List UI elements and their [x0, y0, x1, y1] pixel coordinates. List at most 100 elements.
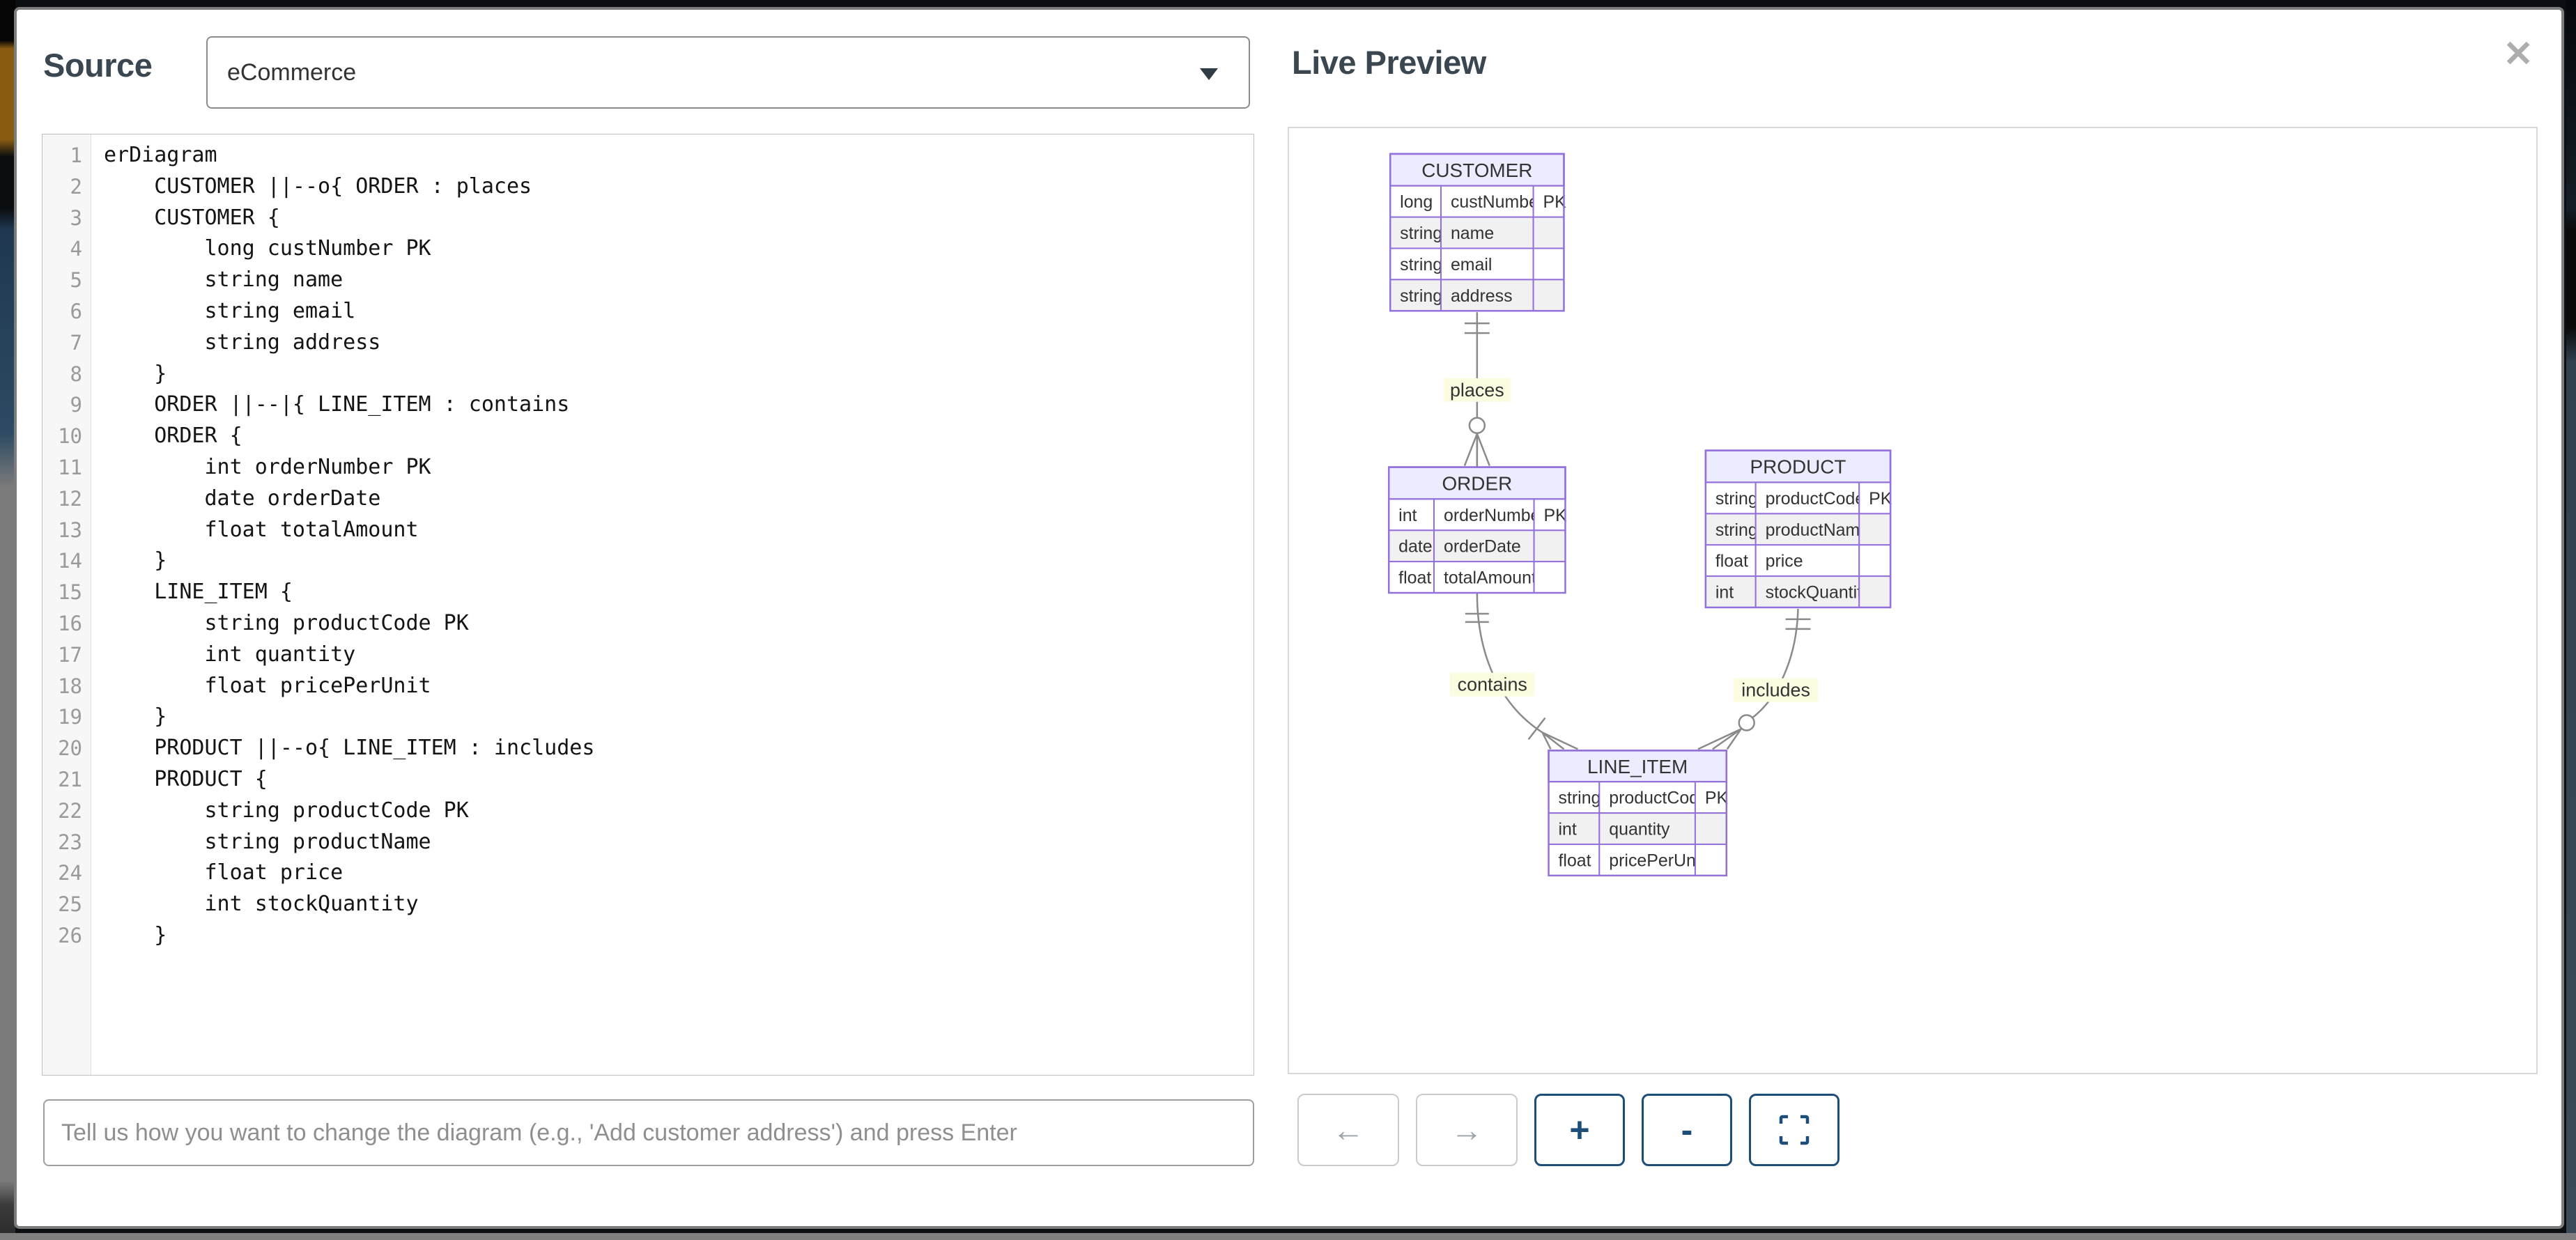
- code-line[interactable]: PRODUCT {: [104, 766, 268, 791]
- code-line[interactable]: string name: [104, 268, 344, 293]
- code-line[interactable]: string productCode PK: [104, 610, 469, 635]
- entity-cell-text: PK: [1544, 506, 1568, 525]
- crow-foot-line: [1541, 731, 1565, 750]
- entity-outline: [1387, 466, 1566, 594]
- code-line[interactable]: int stockQuantity: [104, 892, 419, 917]
- chevron-down-icon: [1200, 68, 1218, 80]
- line-number: 10: [58, 424, 82, 449]
- relationship-includes: includes: [1697, 608, 1819, 750]
- fullscreen-button[interactable]: [1749, 1094, 1840, 1166]
- code-line[interactable]: erDiagram: [104, 143, 217, 167]
- entity-cell-bg: [1440, 247, 1534, 281]
- code-line[interactable]: }: [104, 704, 167, 729]
- code-line[interactable]: float pricePerUnit: [104, 673, 431, 698]
- entity-cell-text: name: [1451, 224, 1494, 243]
- entity-cell-bg: [1548, 843, 1601, 876]
- relationship-line: [1751, 608, 1799, 719]
- entity-cell-bg: [1532, 247, 1565, 281]
- code-line[interactable]: CUSTOMER ||--o{ ORDER : places: [104, 173, 532, 199]
- entity-cell-text: string: [1400, 255, 1442, 274]
- line-number: 16: [58, 611, 82, 635]
- entity-cell-text: int: [1715, 583, 1734, 603]
- redo-button[interactable]: →: [1416, 1094, 1518, 1166]
- close-icon[interactable]: ✕: [2503, 34, 2533, 75]
- entity-cell-text: PK: [1705, 789, 1729, 808]
- crow-foot-line: [1726, 728, 1742, 750]
- background-page-bottom-sliver: [0, 1233, 2576, 1240]
- code-line[interactable]: }: [104, 922, 167, 947]
- entity-cell-bg: [1858, 513, 1892, 546]
- entity-cell-text: string: [1559, 789, 1601, 808]
- entity-outline: [1548, 750, 1728, 877]
- entity-cell-text: productCode: [1609, 789, 1709, 808]
- code-line[interactable]: float totalAmount: [104, 517, 419, 542]
- code-line[interactable]: string email: [104, 298, 356, 323]
- line-number: 22: [58, 798, 82, 823]
- code-line[interactable]: string productCode PK: [104, 798, 469, 823]
- zoom-out-button[interactable]: -: [1642, 1094, 1732, 1166]
- code-line[interactable]: float price: [104, 860, 344, 885]
- entity-outline: [1704, 449, 1892, 609]
- entity-cell-text: address: [1451, 286, 1513, 306]
- code-line[interactable]: int quantity: [104, 642, 356, 667]
- line-number: 14: [58, 549, 82, 573]
- entity-cell-text: PK: [1543, 192, 1567, 212]
- code-line[interactable]: PRODUCT ||--o{ LINE_ITEM : includes: [104, 736, 595, 761]
- source-heading: Source: [43, 47, 153, 84]
- code-area[interactable]: erDiagram CUSTOMER ||--o{ ORDER : places…: [91, 134, 1254, 1075]
- crow-foot-line: [1697, 728, 1742, 750]
- line-number: 6: [70, 299, 82, 323]
- relationship-label: includes: [1741, 680, 1810, 701]
- code-line[interactable]: CUSTOMER {: [104, 205, 280, 230]
- line-number: 5: [70, 268, 82, 293]
- live-preview-heading: Live Preview: [1292, 44, 1486, 81]
- relationship-label: places: [1450, 380, 1504, 401]
- entity-cell-bg: [1598, 812, 1696, 845]
- zoom-in-button[interactable]: +: [1534, 1094, 1625, 1166]
- entity-cell-bg: [1694, 812, 1727, 845]
- entity-cell-text: productName: [1766, 520, 1870, 540]
- diagram-change-input[interactable]: [43, 1099, 1254, 1166]
- line-number: 18: [58, 674, 82, 698]
- code-line[interactable]: string productName: [104, 829, 431, 854]
- relationship-places: places: [1444, 312, 1511, 467]
- entity-cell-bg: [1533, 529, 1566, 563]
- entity-cell-text: productCode: [1766, 489, 1865, 509]
- entity-cell-bg: [1532, 279, 1565, 312]
- entity-cell-text: string: [1715, 520, 1758, 540]
- code-line[interactable]: }: [104, 361, 167, 386]
- line-number: 1: [70, 144, 82, 167]
- relationship-contains: contains: [1449, 593, 1578, 750]
- code-line[interactable]: ORDER {: [104, 424, 242, 449]
- code-line[interactable]: int orderNumber PK: [104, 454, 431, 479]
- entity-cell-text: orderDate: [1444, 537, 1521, 557]
- line-number: 20: [58, 736, 82, 761]
- code-line[interactable]: long custNumber PK: [104, 236, 431, 261]
- line-number: 2: [70, 174, 82, 199]
- entity-cell-bg: [1389, 185, 1442, 218]
- entity-cell-bg: [1548, 781, 1601, 814]
- relationship-label-bg: [1733, 678, 1819, 702]
- crow-foot-line: [1712, 728, 1742, 750]
- entity-cell-bg: [1754, 513, 1860, 546]
- entity-cell-bg: [1858, 575, 1892, 608]
- code-line[interactable]: string address: [104, 330, 381, 355]
- code-line[interactable]: LINE_ITEM {: [104, 580, 293, 605]
- undo-button[interactable]: ←: [1297, 1094, 1399, 1166]
- source-select[interactable]: eCommerce: [206, 36, 1250, 109]
- line-number: 8: [70, 362, 82, 386]
- code-line[interactable]: ORDER ||--|{ LINE_ITEM : contains: [104, 392, 570, 417]
- code-line[interactable]: date orderDate: [104, 486, 381, 511]
- entity-cell-bg: [1694, 843, 1727, 876]
- entity-cell-bg: [1440, 216, 1534, 249]
- fullscreen-icon: [1779, 1115, 1810, 1145]
- background-page-left-sliver: [0, 0, 15, 1240]
- entity-cell-bg: [1389, 279, 1442, 312]
- code-line[interactable]: }: [104, 548, 167, 573]
- entity-cell-text: string: [1400, 224, 1442, 243]
- entity-cell-bg: [1754, 481, 1860, 515]
- entity-cell-text: stockQuantity: [1766, 583, 1871, 603]
